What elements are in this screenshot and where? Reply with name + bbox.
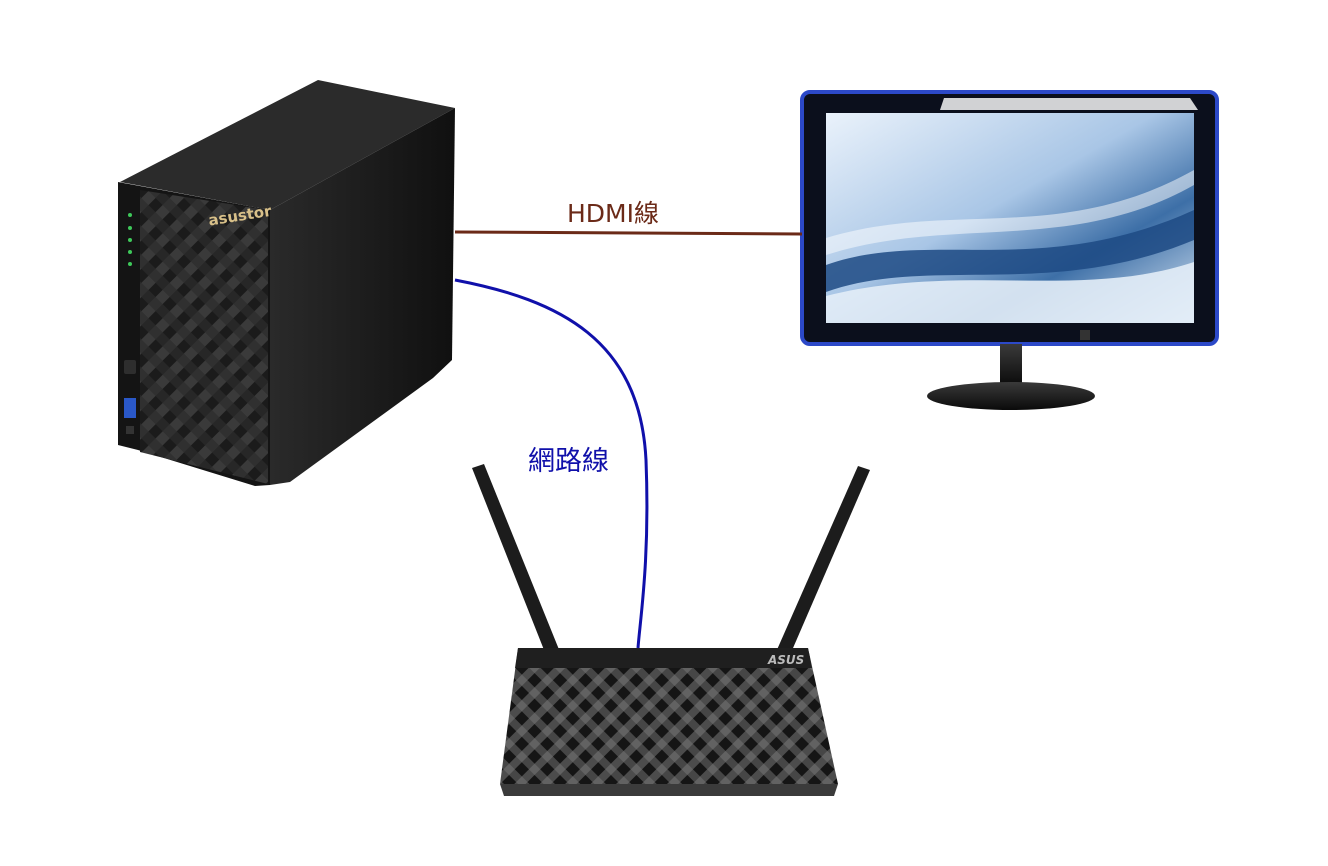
router-brand-logo: ASUS	[767, 653, 804, 667]
monitor-stand-base	[927, 382, 1095, 410]
monitor-device	[800, 90, 1219, 410]
hdmi-cable-line	[454, 230, 803, 236]
network-cable-label: 網路線	[528, 446, 609, 477]
usb-port-icon	[124, 398, 136, 418]
router-antenna-right	[776, 466, 870, 655]
network-connection: 網路線	[454, 278, 649, 649]
router-antenna-left	[472, 464, 560, 655]
nas-power-button	[124, 360, 136, 374]
hdmi-connection: HDMI線	[454, 199, 803, 236]
network-cable-line	[454, 278, 649, 649]
nas-device: asustor	[118, 80, 455, 486]
hdmi-cable-label: HDMI線	[567, 199, 659, 228]
router-device: ASUS	[472, 464, 870, 796]
nas-led-indicators	[128, 213, 132, 266]
